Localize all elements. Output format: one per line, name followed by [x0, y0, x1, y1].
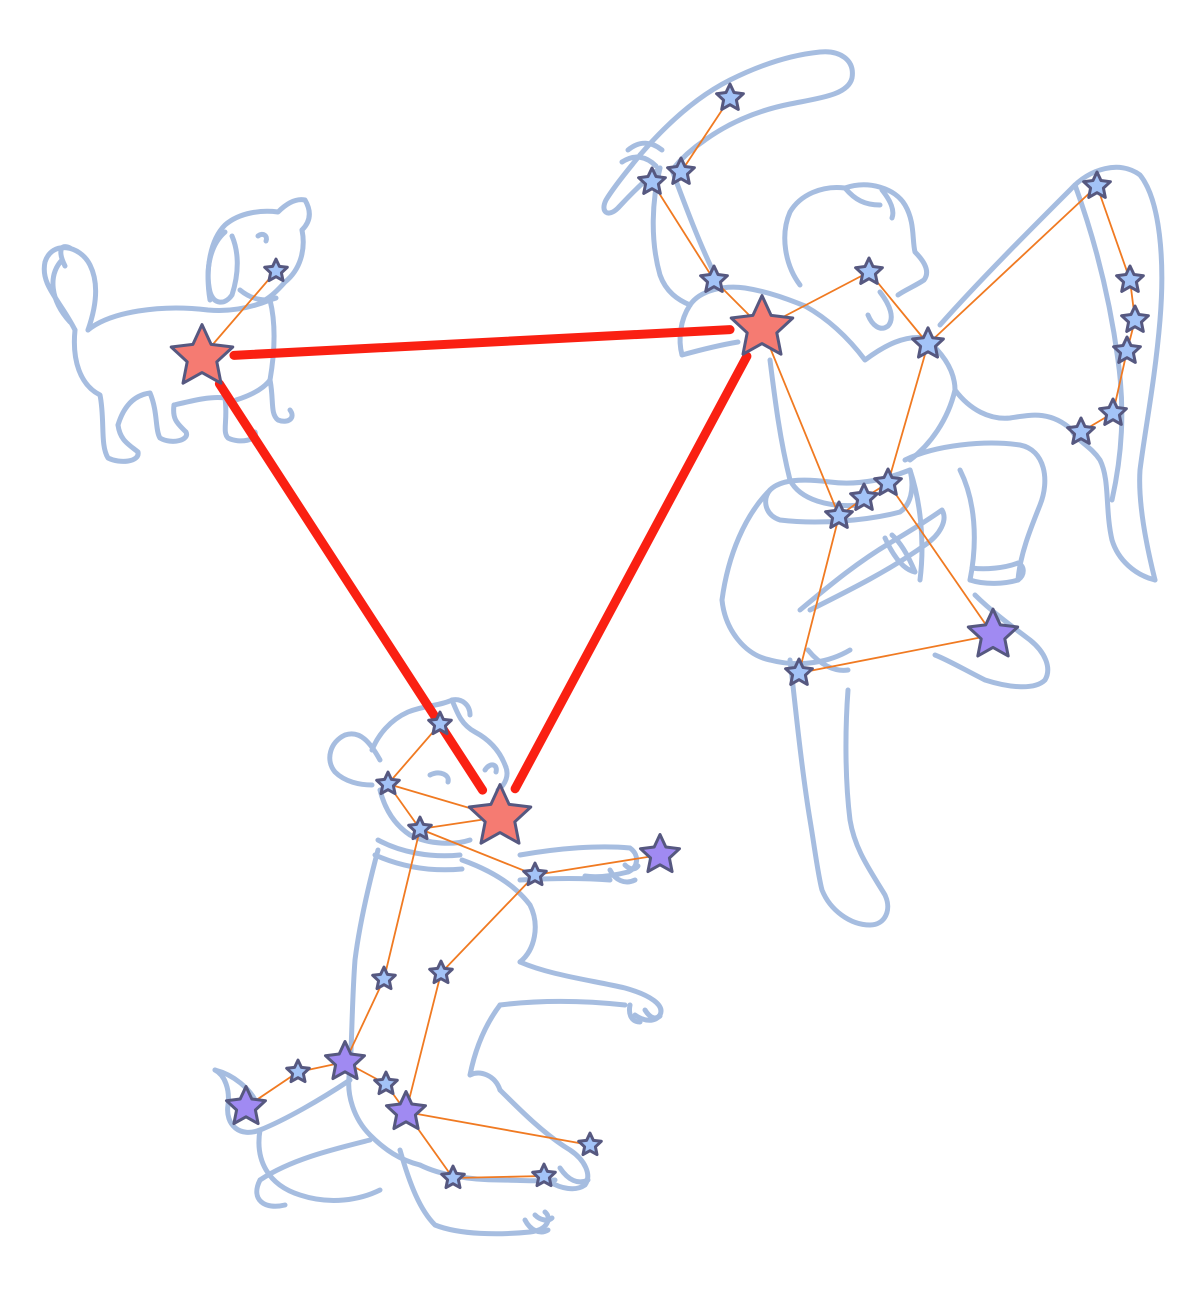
- bright-star-icon: [729, 294, 795, 356]
- stars-layer: [169, 82, 1150, 1190]
- small-star-icon: [854, 256, 884, 285]
- small-star-icon: [375, 770, 401, 796]
- small-star-icon: [666, 156, 696, 185]
- small-star-icon: [715, 82, 745, 111]
- constellation-line: [383, 828, 421, 980]
- small-star-icon: [577, 1131, 603, 1157]
- triangle-edge: [229, 325, 735, 360]
- small-star-icon: [699, 264, 729, 293]
- constellation-line: [419, 828, 536, 876]
- winter-triangle: [214, 325, 752, 795]
- small-star-icon: [531, 1162, 557, 1188]
- small-star-icon: [427, 710, 453, 736]
- constellation-line: [405, 972, 442, 1113]
- constellation-line: [201, 270, 277, 358]
- constellation-line: [887, 482, 994, 636]
- small-star-icon: [1120, 304, 1150, 333]
- small-star-icon: [911, 326, 945, 359]
- triangle-edge: [510, 351, 752, 794]
- constellation-line: [534, 854, 661, 876]
- small-star-icon: [407, 815, 433, 841]
- constellation-line: [452, 1175, 545, 1179]
- constellation-line: [761, 327, 840, 517]
- small-star-icon: [263, 257, 289, 283]
- small-star-icon: [637, 166, 667, 195]
- constellation-line: [868, 271, 929, 345]
- small-star-icon: [873, 467, 903, 496]
- constellation-line: [927, 185, 1098, 345]
- small-star-icon: [784, 657, 814, 686]
- medium-star-icon: [385, 1090, 427, 1131]
- small-star-icon: [849, 482, 879, 511]
- constellation-line: [387, 723, 441, 785]
- hunter-figure: [601, 49, 1165, 928]
- constellation-line: [798, 515, 840, 674]
- constellation-line: [440, 874, 536, 974]
- small-star-icon: [440, 1164, 466, 1190]
- medium-star-icon: [639, 833, 681, 874]
- small-star-icon: [371, 965, 397, 991]
- small-star-icon: [1098, 397, 1128, 426]
- constellation-line: [651, 181, 715, 281]
- constellation-line: [344, 978, 385, 1063]
- small-star-icon: [1082, 170, 1112, 199]
- medium-star-icon: [966, 607, 1020, 658]
- small-star-icon: [1112, 335, 1142, 364]
- small-star-icon: [1066, 416, 1096, 445]
- medium-star-icon: [225, 1085, 267, 1126]
- medium-star-icon: [324, 1040, 366, 1081]
- small-star-icon: [373, 1070, 399, 1096]
- bright-star-icon: [467, 783, 533, 845]
- constellation-line: [405, 1111, 591, 1146]
- small-star-icon: [1115, 264, 1145, 293]
- small-star-icon: [824, 500, 854, 529]
- small-star-icon: [428, 959, 454, 985]
- constellation-line: [798, 634, 994, 674]
- constellation-line: [887, 343, 929, 484]
- figure-outlines: [41, 49, 1165, 1237]
- bright-star-icon: [169, 323, 235, 385]
- big-dog-figure: [212, 697, 664, 1237]
- small-star-icon: [522, 861, 548, 887]
- constellation-line: [1096, 185, 1131, 281]
- small-star-icon: [285, 1058, 311, 1084]
- small-dog-figure: [41, 197, 312, 464]
